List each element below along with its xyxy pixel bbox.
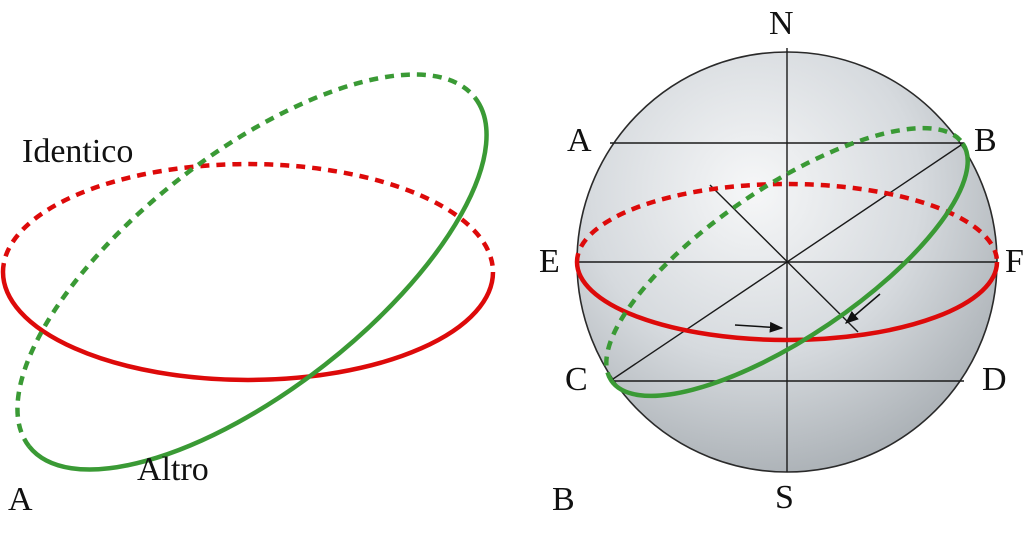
label-s: S [775,479,794,516]
label-d: D [982,361,1007,398]
panel-label-b: B [552,481,575,518]
green-sphere-orbit-back [604,125,965,382]
green-orbit-front [27,96,489,472]
red-orbit-back [0,161,496,273]
label-a: A [567,122,592,159]
label-e: E [539,243,560,280]
identico-label: Identico [22,133,133,170]
red-sphere-orbit-front [574,261,1000,343]
label-n: N [769,5,794,42]
altro-label: Altro [137,451,209,488]
panel-label-a: A [8,481,33,518]
red-orbit-front [0,271,496,383]
left-panel: Identico Altro A [0,72,496,518]
right-panel: N S A B E F C D B [539,5,1024,518]
label-b: B [974,122,997,159]
label-f: F [1005,243,1024,280]
green-orbit-back [15,72,477,448]
label-c: C [565,361,588,398]
arrow-left [734,321,784,333]
arrow-right [844,293,881,324]
green-sphere-orbit-front [609,142,970,399]
